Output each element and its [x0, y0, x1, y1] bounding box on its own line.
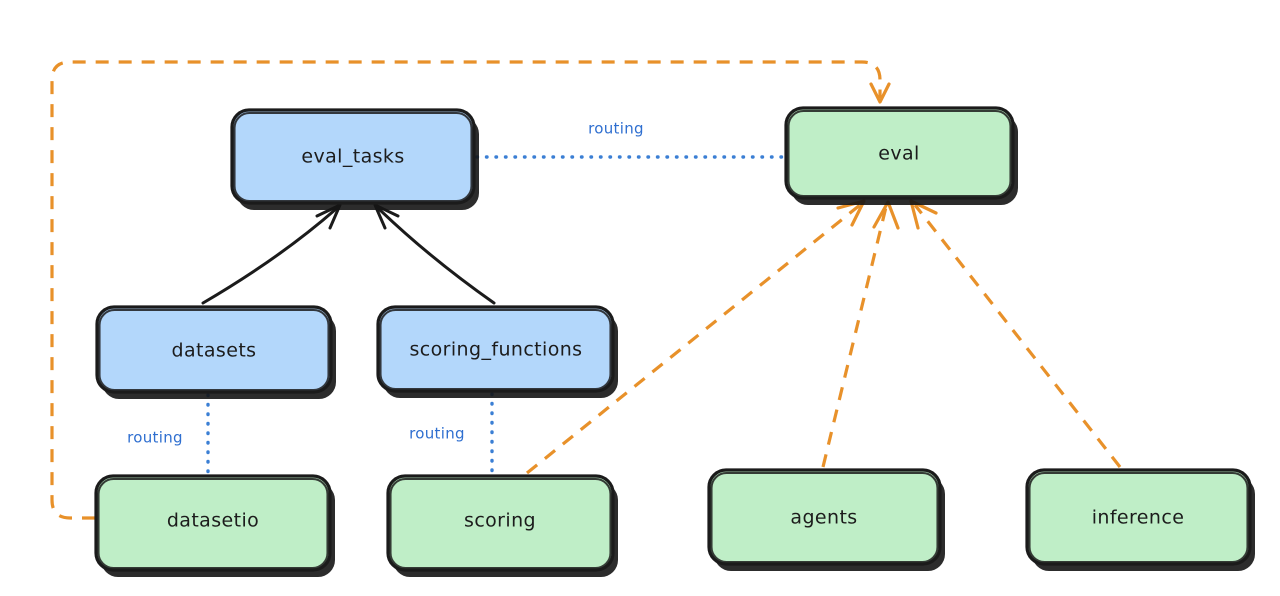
- edge-label-routing-datasetio: routing: [127, 429, 183, 447]
- edge-label-layer: routing routing routing: [127, 120, 644, 447]
- node-scoring-functions-border-sketch: [379, 308, 612, 391]
- node-scoring-border-sketch: [389, 477, 612, 570]
- node-scoring-functions-border: [376, 305, 615, 393]
- node-agents[interactable]: agents: [707, 468, 945, 571]
- node-scoring-border: [386, 474, 615, 572]
- node-scoring-functions-label: scoring_functions: [410, 339, 583, 361]
- node-scoring[interactable]: scoring: [386, 474, 618, 577]
- node-inference-border-sketch: [1028, 471, 1249, 564]
- node-datasets[interactable]: datasets: [95, 305, 336, 399]
- edge-datasetio-eval-path: [50, 60, 882, 520]
- edge-scoring-eval-path: [525, 203, 862, 475]
- node-datasetio-border: [94, 474, 332, 572]
- node-eval[interactable]: eval: [784, 106, 1018, 205]
- edge-inference-eval-path: [913, 204, 1122, 468]
- edge-scoring-functions-eval-tasks-path: [377, 207, 496, 305]
- node-scoring-fill: [388, 476, 613, 570]
- edge-agents-eval-path: [821, 206, 888, 468]
- node-eval-label: eval: [878, 143, 919, 165]
- node-scoring-label: scoring: [464, 510, 536, 532]
- node-datasets-fill: [97, 307, 331, 392]
- node-eval-border-sketch: [787, 109, 1012, 198]
- edge-inference-eval-arrowhead: [909, 199, 938, 230]
- node-inference-label: inference: [1092, 507, 1185, 529]
- edge-inference-eval: [909, 199, 1122, 468]
- edge-datasetio-eval-arrowhead: [869, 82, 891, 104]
- node-scoring-functions[interactable]: scoring_functions: [376, 305, 618, 398]
- node-inference[interactable]: inference: [1025, 468, 1255, 571]
- edge-label-routing-scoring: routing: [409, 425, 465, 443]
- node-inference-border: [1025, 468, 1252, 566]
- node-datasetio-fill: [96, 476, 330, 570]
- node-eval-border: [784, 106, 1015, 200]
- edge-label-routing-eval: routing: [588, 120, 644, 138]
- node-eval-tasks-border: [230, 108, 476, 205]
- node-datasets-border-sketch: [98, 308, 330, 392]
- node-datasetio[interactable]: datasetio: [94, 474, 335, 577]
- edge-layer: [50, 60, 1122, 520]
- edge-datasetio-eval: [50, 60, 891, 520]
- edge-agents-eval: [821, 200, 900, 468]
- node-inference-fill: [1027, 470, 1250, 564]
- node-agents-label: agents: [790, 507, 857, 529]
- edge-agents-eval-arrowhead: [872, 200, 900, 230]
- node-agents-border: [707, 468, 942, 566]
- edge-scoring-functions-eval-tasks: [373, 203, 496, 305]
- edge-datasets-eval-tasks: [201, 203, 342, 305]
- node-datasetio-label: datasetio: [167, 510, 259, 532]
- node-datasetio-border-sketch: [97, 477, 329, 570]
- node-layer: eval_tasks eval datasets: [94, 106, 1255, 577]
- edge-datasets-eval-tasks-path: [201, 207, 338, 305]
- node-eval-tasks-border-sketch: [233, 111, 473, 203]
- node-datasets-border: [95, 305, 333, 394]
- node-agents-fill: [709, 470, 940, 564]
- node-eval-tasks-fill: [232, 110, 474, 203]
- node-scoring-functions-fill: [378, 307, 613, 391]
- node-eval-fill: [786, 108, 1013, 198]
- node-agents-border-sketch: [710, 471, 939, 564]
- node-eval-tasks-label: eval_tasks: [301, 146, 404, 168]
- node-datasets-label: datasets: [172, 340, 257, 362]
- node-eval-tasks[interactable]: eval_tasks: [230, 108, 479, 210]
